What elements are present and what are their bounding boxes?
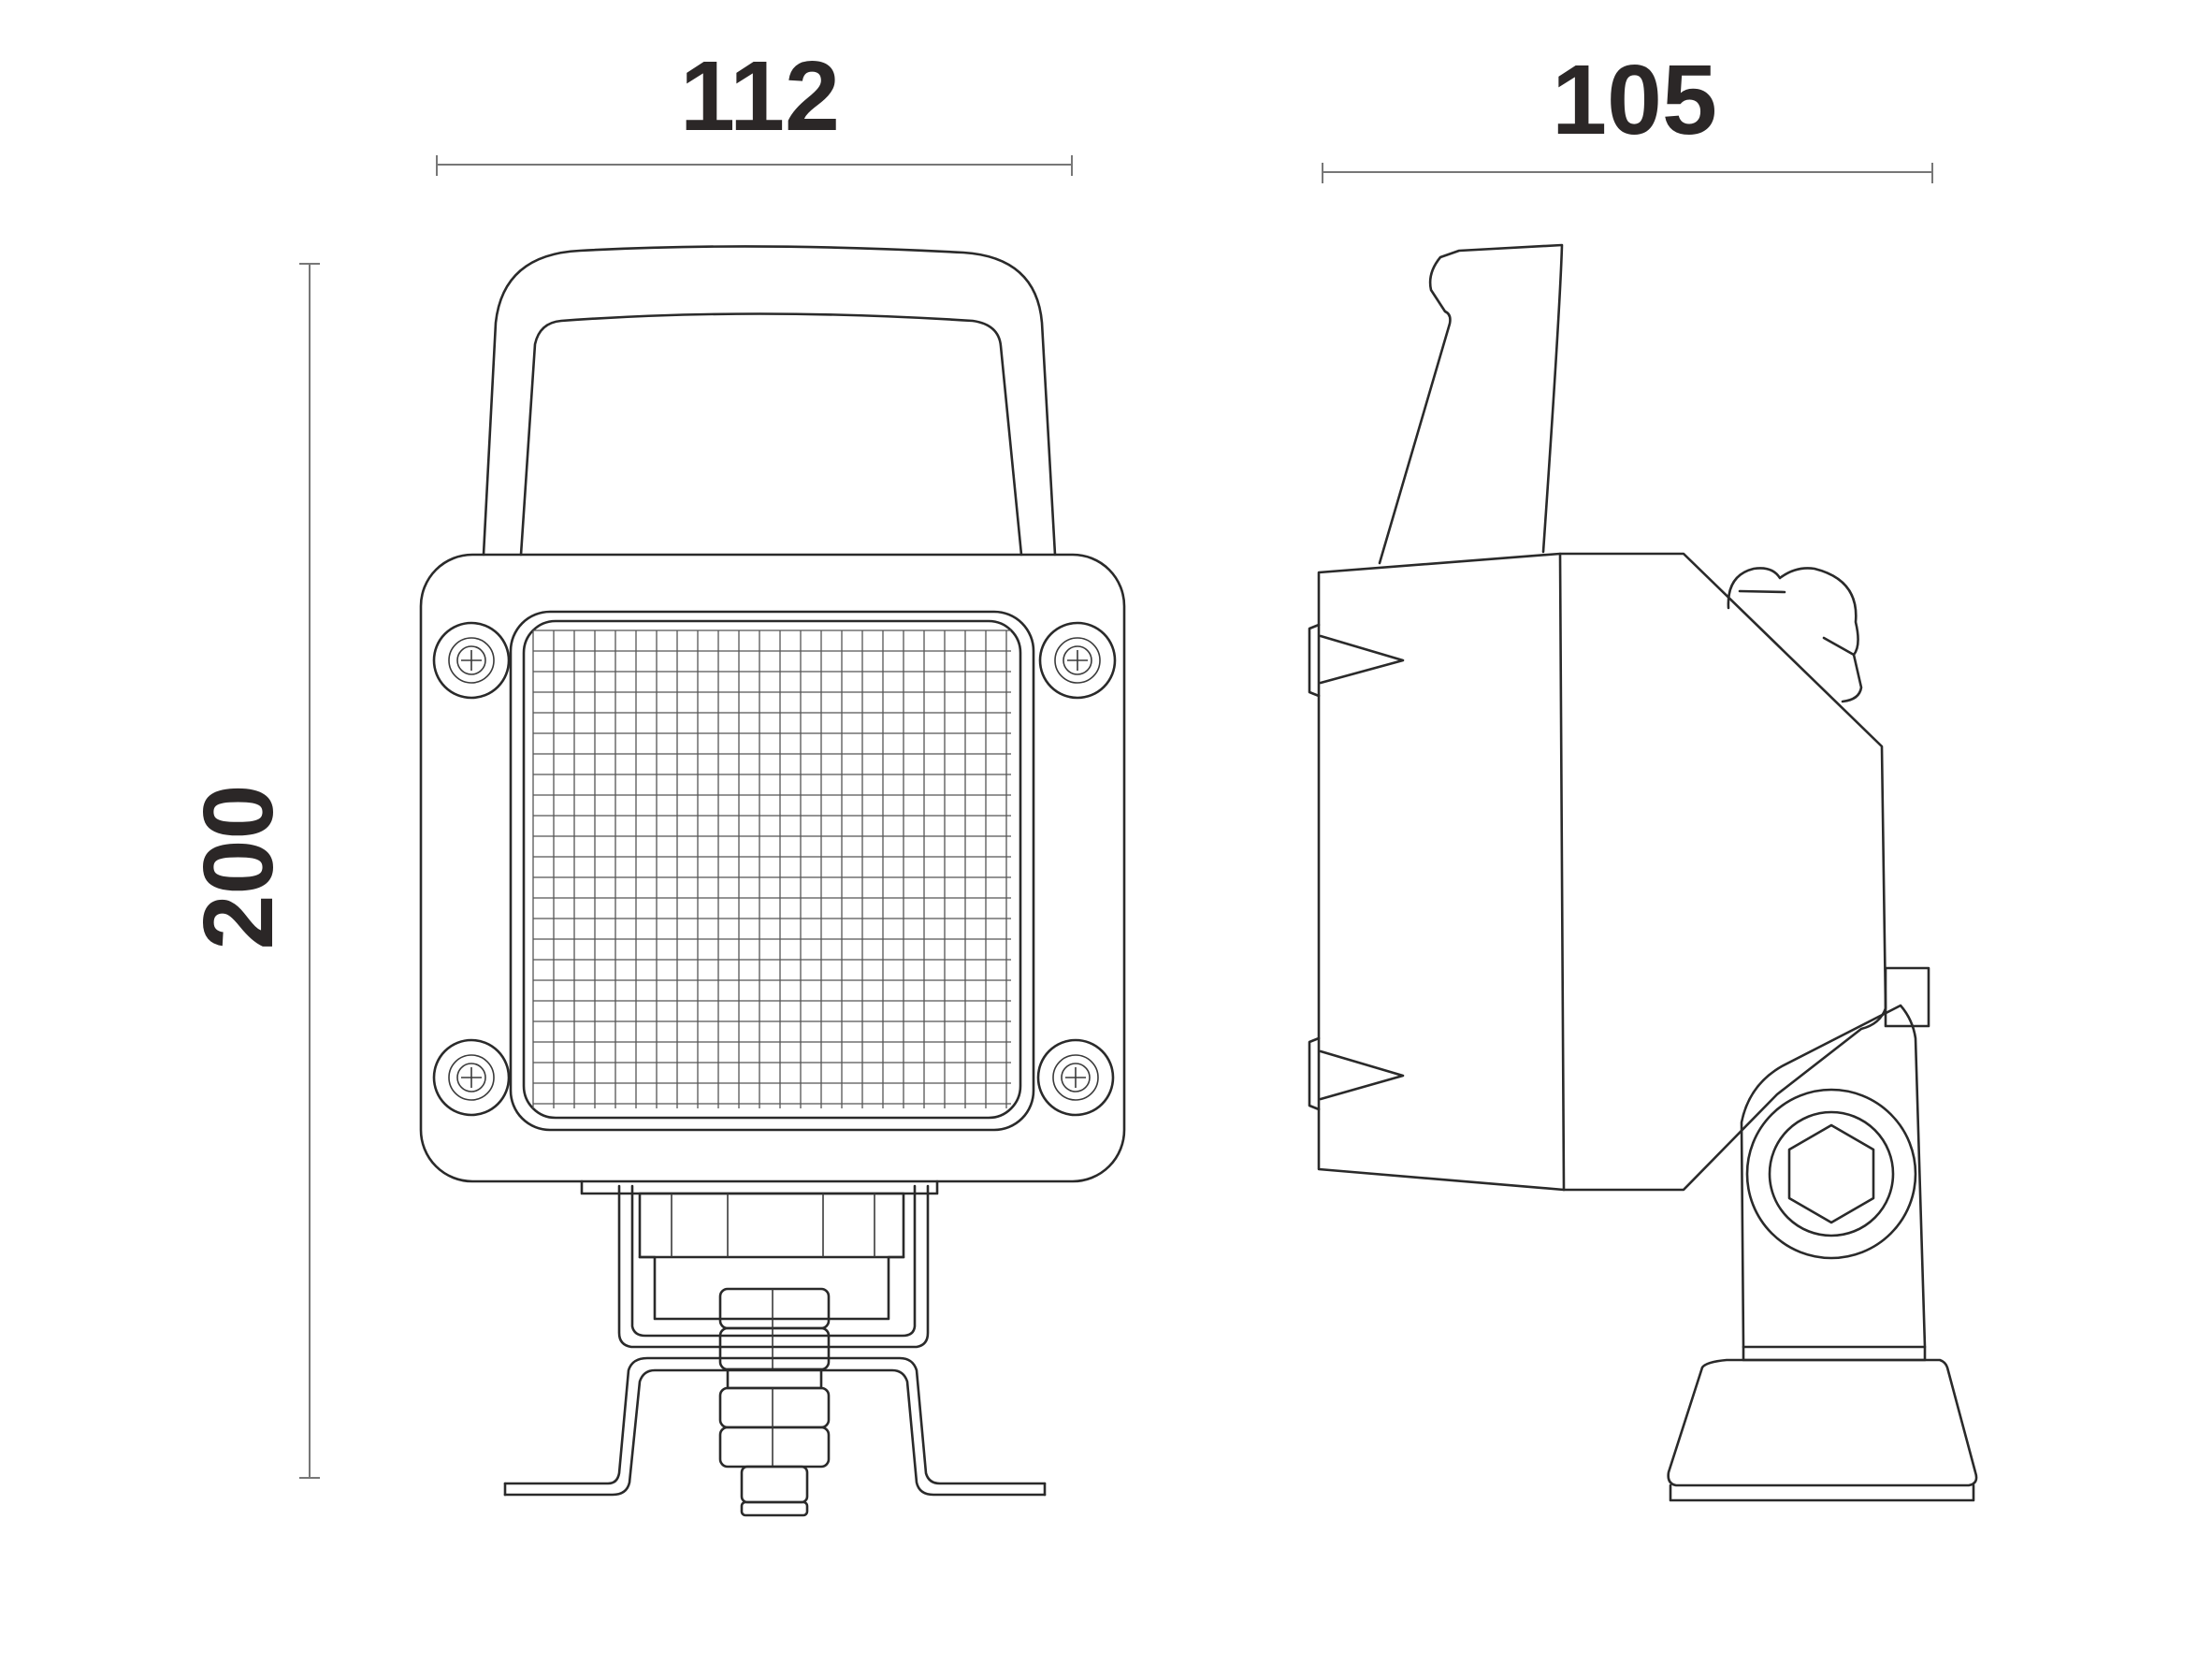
width-dimension-line	[436, 155, 1073, 176]
screw-bottom-right	[1036, 1038, 1115, 1117]
side-base-plate	[1669, 1483, 1975, 1502]
side-handle	[1378, 243, 1564, 565]
depth-dimension-line	[1322, 163, 1933, 183]
front-view	[419, 245, 1126, 1517]
front-mounting-bracket	[503, 1184, 1047, 1497]
width-dimension-label: 112	[679, 41, 840, 152]
front-bolt-assembly	[718, 1287, 831, 1517]
side-notch-top	[1308, 623, 1405, 698]
lens	[522, 619, 1022, 1120]
front-bottom-connector	[580, 1179, 939, 1321]
screw-bottom-left	[432, 1038, 511, 1117]
front-housing	[419, 553, 1126, 1183]
screw-top-left	[432, 621, 511, 700]
side-knob	[1727, 567, 1863, 703]
side-notch-bottom	[1308, 1036, 1405, 1111]
height-dimension-label: 200	[183, 784, 294, 950]
lens-grid	[532, 629, 1011, 1108]
side-rear-housing	[1558, 552, 1887, 1192]
height-dimension-line	[299, 263, 320, 1479]
side-front-housing	[1317, 552, 1566, 1192]
lens-bezel	[509, 610, 1035, 1132]
lens-grid-lines	[532, 629, 1011, 1108]
depth-dimension-label: 105	[1552, 45, 1717, 155]
side-pivot-mount	[1740, 1004, 1927, 1362]
side-base	[1667, 1358, 1978, 1487]
side-connector-stub	[1884, 966, 1930, 1028]
side-view	[1308, 243, 1978, 1502]
screw-top-right	[1038, 621, 1117, 700]
front-handle	[482, 245, 1057, 557]
